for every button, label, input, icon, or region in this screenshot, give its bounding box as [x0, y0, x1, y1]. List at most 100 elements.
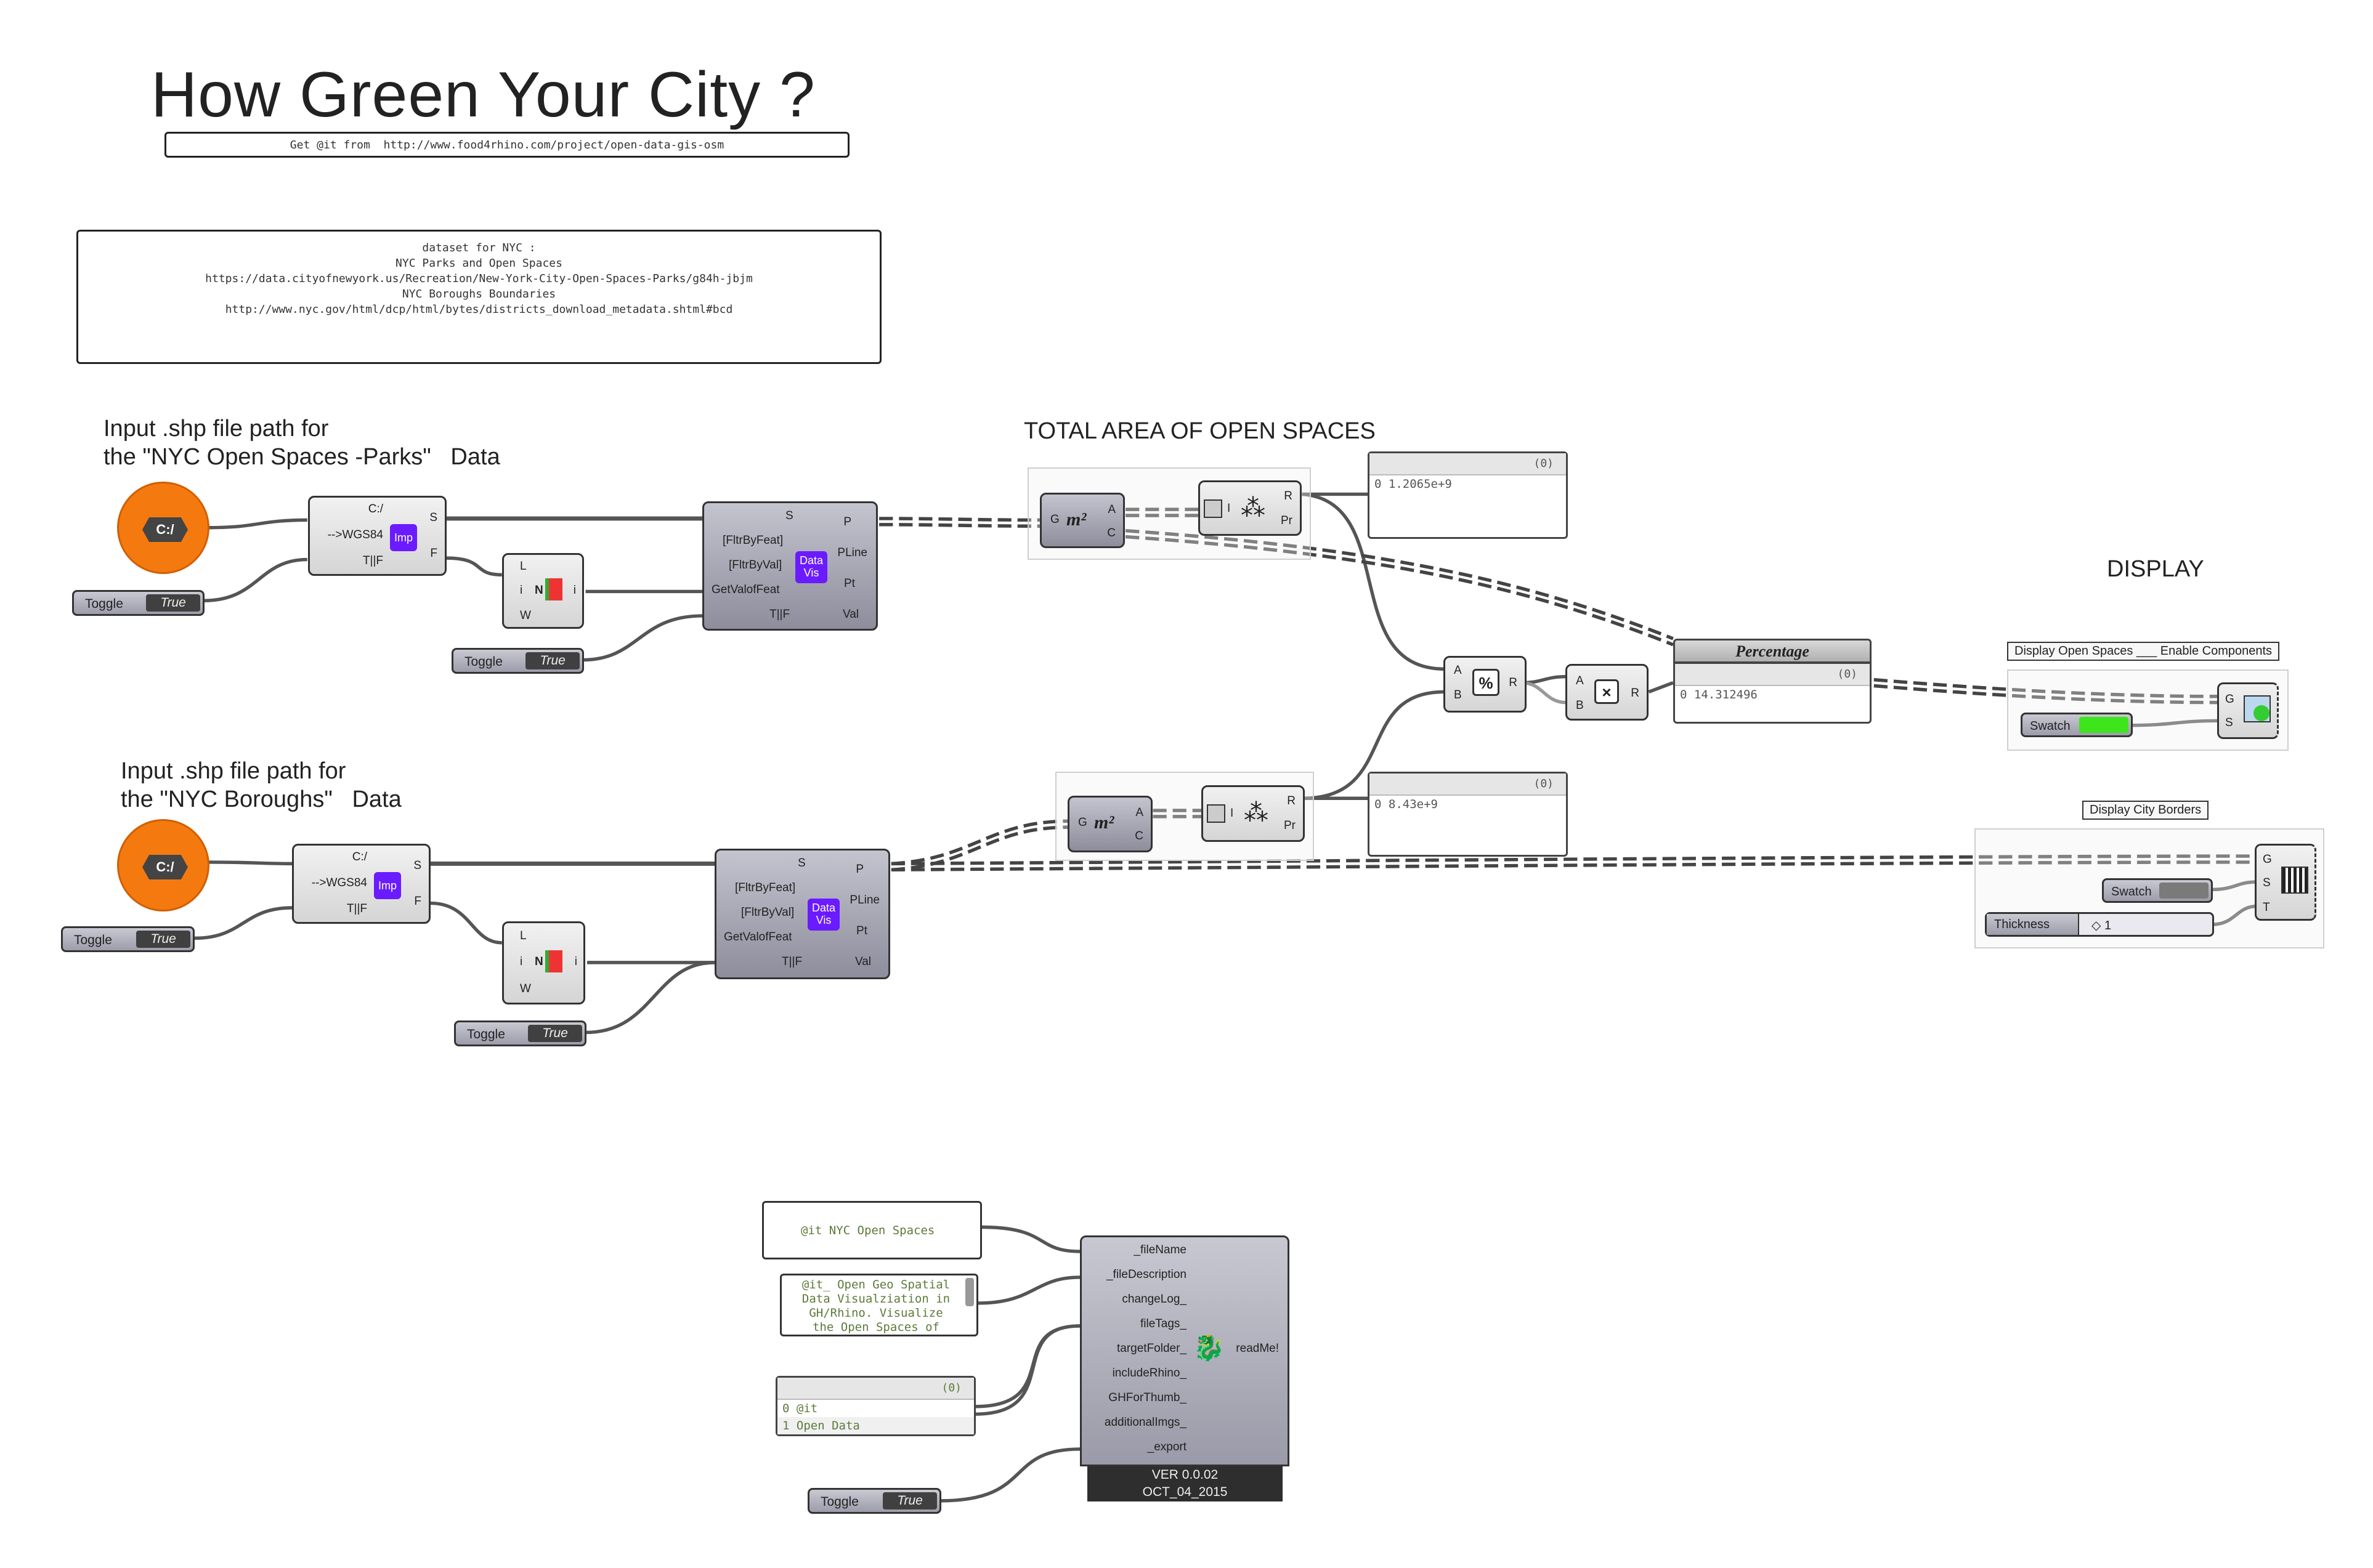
input-includerhino-port[interactable]: includeRhino_ — [1112, 1367, 1186, 1380]
input-toggle-port[interactable]: T||F — [346, 902, 367, 915]
file-tags-panel[interactable]: (0) 0 @it 1 Open Data — [776, 1376, 976, 1436]
input-getval-port[interactable]: GetValofFeat — [712, 583, 780, 596]
boroughs-datavis-component[interactable]: S [FltrByFeat] [FltrByVal] GetValofFeat … — [715, 849, 890, 979]
input-s-port[interactable]: S — [2263, 876, 2271, 889]
input-changelog-port[interactable]: changeLog_ — [1122, 1293, 1186, 1306]
input-l-port[interactable]: L — [520, 929, 527, 942]
toggle-value[interactable]: True — [136, 931, 190, 948]
boroughs-area-panel[interactable]: (0) 0 8.43e+9 — [1368, 772, 1568, 857]
boroughs-list-item-component[interactable]: L i W N i — [502, 921, 585, 1004]
output-r-port[interactable]: R — [1287, 794, 1296, 807]
parks-area-component[interactable]: G m² A C — [1040, 493, 1125, 548]
parks-datavis-component[interactable]: S [FltrByFeat] [FltrByVal] GetValofFeat … — [702, 501, 878, 631]
output-r-port[interactable]: R — [1284, 490, 1292, 503]
output-p-port[interactable]: P — [856, 863, 864, 876]
input-b-port[interactable]: B — [1454, 689, 1462, 701]
input-ghforthumb-port[interactable]: GHForThumb_ — [1108, 1391, 1186, 1404]
output-i-port[interactable]: i — [574, 955, 577, 968]
boroughs-area-component[interactable]: G m² A C — [1068, 796, 1153, 852]
input-toggle-port[interactable]: T||F — [362, 554, 383, 567]
input-w-port[interactable]: W — [520, 609, 531, 622]
input-targetfolder-port[interactable]: targetFolder_ — [1116, 1342, 1186, 1355]
input-filter-val-port[interactable]: [FltrByVal] — [741, 906, 795, 919]
input-w-port[interactable]: W — [520, 982, 531, 995]
output-i-port[interactable]: i — [573, 584, 576, 597]
output-s-port[interactable]: S — [413, 859, 421, 872]
output-pline-port[interactable]: PLine — [837, 546, 867, 559]
input-g-port[interactable]: G — [2225, 693, 2234, 706]
output-readme-port[interactable]: readMe! — [1236, 1342, 1279, 1355]
input-filter-feat-port[interactable]: [FltrByFeat] — [735, 881, 796, 894]
parks-toggle[interactable]: Toggle True — [72, 590, 205, 616]
boroughs-toggle[interactable]: Toggle True — [61, 926, 195, 952]
input-filetags-port[interactable]: fileTags_ — [1140, 1317, 1186, 1330]
output-val-port[interactable]: Val — [854, 955, 871, 968]
open-spaces-swatch[interactable]: Swatch — [2021, 713, 2133, 737]
description-scrollbar[interactable] — [965, 1278, 974, 1306]
input-filename-port[interactable]: _fileName — [1134, 1243, 1186, 1256]
input-i-port[interactable]: i — [520, 584, 523, 597]
input-l-port[interactable]: L — [520, 560, 527, 573]
input-i-port[interactable]: i — [520, 955, 523, 968]
input-toggle-port[interactable]: T||F — [782, 955, 803, 968]
boroughs-file-path-button[interactable]: C:/ — [117, 819, 209, 911]
parks-file-path-button[interactable]: C:/ — [117, 482, 209, 574]
toggle-value[interactable]: True — [528, 1025, 582, 1042]
output-f-port[interactable]: F — [414, 895, 421, 908]
output-f-port[interactable]: F — [430, 547, 437, 560]
swatch-color[interactable] — [2159, 883, 2209, 899]
input-i-port[interactable]: I — [1230, 807, 1234, 820]
input-toggle-port[interactable]: T||F — [769, 608, 790, 621]
thickness-slider[interactable]: Thickness ◇ 1 — [1985, 912, 2214, 937]
input-wgs84-port[interactable]: -->WGS84 — [311, 876, 367, 889]
input-export-port[interactable]: _export — [1147, 1441, 1186, 1453]
toggle-value[interactable]: True — [146, 594, 200, 612]
borders-swatch[interactable]: Swatch — [2102, 878, 2213, 903]
parks-import-shp-component[interactable]: C:/ -->WGS84 T||F Imp S F — [308, 496, 447, 576]
output-a-port[interactable]: A — [1135, 806, 1143, 819]
output-p-port[interactable]: P — [843, 515, 851, 528]
percentage-panel[interactable]: (0) 0 14.312496 — [1673, 662, 1872, 724]
input-g-port[interactable]: G — [2263, 853, 2272, 866]
output-c-port[interactable]: C — [1107, 527, 1116, 540]
output-r-port[interactable]: R — [1631, 687, 1639, 700]
input-additionalimgs-port[interactable]: additionalImgs_ — [1104, 1416, 1186, 1429]
slider-value[interactable]: ◇ 1 — [2091, 919, 2112, 932]
swatch-color[interactable] — [2079, 717, 2128, 733]
output-r-port[interactable]: R — [1509, 676, 1517, 689]
input-a-port[interactable]: A — [1454, 664, 1462, 677]
input-filter-feat-port[interactable]: [FltrByFeat] — [723, 534, 784, 547]
output-a-port[interactable]: A — [1108, 503, 1116, 516]
input-filter-val-port[interactable]: [FltrByVal] — [729, 559, 782, 572]
divide-component[interactable]: A B % R — [1443, 656, 1527, 713]
toggle-value[interactable]: True — [883, 1492, 937, 1509]
input-t-port[interactable]: T — [2263, 901, 2270, 914]
input-s-port[interactable]: S — [785, 509, 793, 522]
output-pr-port[interactable]: Pr — [1284, 819, 1296, 832]
boroughs-filter-toggle[interactable]: Toggle True — [454, 1020, 586, 1046]
parks-mass-addition-component[interactable]: I ⁂ R Pr — [1198, 480, 1302, 536]
boroughs-mass-addition-component[interactable]: I ⁂ R Pr — [1201, 785, 1305, 842]
input-i-port[interactable]: I — [1227, 502, 1231, 515]
input-s-port[interactable]: S — [798, 857, 806, 870]
output-pt-port[interactable]: Pt — [856, 924, 867, 937]
custom-preview-borders-component[interactable]: G S T — [2255, 844, 2316, 921]
input-path-port[interactable]: C:/ — [368, 503, 383, 515]
parks-filter-toggle[interactable]: Toggle True — [452, 648, 584, 674]
export-toggle[interactable]: Toggle True — [808, 1488, 941, 1514]
parks-list-item-component[interactable]: L i W N i — [502, 553, 584, 629]
input-b-port[interactable]: B — [1576, 699, 1584, 712]
output-c-port[interactable]: C — [1135, 830, 1143, 843]
description-panel[interactable]: @it_ Open Geo Spatial Data Visualziation… — [780, 1274, 978, 1336]
input-g-port[interactable]: G — [1050, 513, 1060, 526]
output-pr-port[interactable]: Pr — [1281, 514, 1292, 527]
multiply-component[interactable]: A B × R — [1565, 664, 1649, 721]
custom-preview-open-component[interactable]: G S — [2217, 682, 2279, 739]
output-pt-port[interactable]: Pt — [844, 577, 855, 590]
file-name-panel[interactable]: @it NYC Open Spaces — [762, 1201, 982, 1259]
toggle-value[interactable]: True — [525, 652, 580, 669]
input-g-port[interactable]: G — [1078, 816, 1087, 829]
output-val-port[interactable]: Val — [842, 608, 859, 621]
source-url-panel[interactable]: Get @it from http://www.food4rhino.com/p… — [164, 132, 850, 158]
